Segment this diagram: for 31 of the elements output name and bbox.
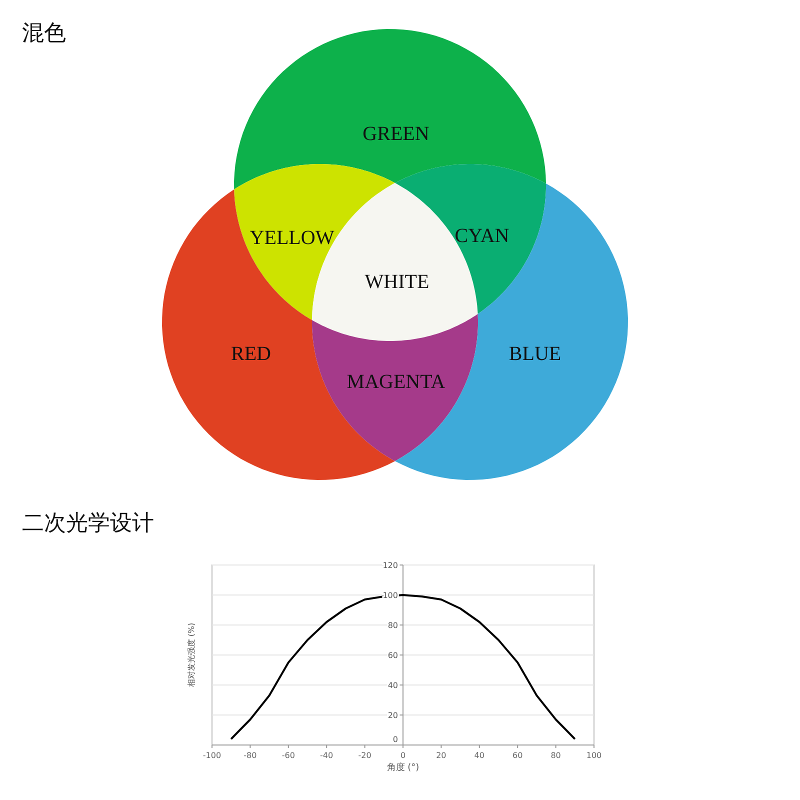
tick-label: 60 (388, 651, 398, 660)
tick-label: 80 (388, 621, 398, 630)
tick-label: 120 (382, 561, 398, 570)
region-label: GREEN (362, 123, 430, 145)
region-label: BLUE (508, 343, 562, 365)
tick-label: 20 (388, 711, 398, 720)
region-label: WHITE (364, 271, 430, 293)
region-label: YELLOW (250, 227, 334, 249)
tick-label: 60 (512, 751, 523, 760)
tick-label: 40 (474, 751, 484, 760)
tick-label: 80 (550, 751, 561, 760)
tick-label: 100 (382, 591, 398, 600)
tick-label: -40 (320, 751, 334, 760)
tick-label: -60 (282, 751, 295, 760)
region-label: MAGENTA (346, 371, 446, 393)
tick-label: 20 (436, 751, 446, 760)
axis-title: 角度 (°) (386, 763, 420, 773)
tick-label: -80 (244, 751, 257, 760)
tick-label: 100 (586, 751, 602, 760)
tick-label: -100 (202, 751, 222, 760)
axis-title: 相对发光强度 (%) (187, 622, 196, 688)
tick-label: 0 (400, 751, 406, 760)
overlap-region (312, 314, 478, 462)
section-heading: 二次光学设计 (22, 510, 154, 538)
tick-label: 0 (392, 735, 398, 744)
region-label: RED (231, 343, 271, 365)
tick-label: -20 (358, 751, 372, 760)
circle-region (234, 29, 546, 190)
section-heading: 混色 (22, 20, 66, 48)
tick-label: 40 (388, 681, 398, 690)
region-label: CYAN (454, 225, 510, 247)
